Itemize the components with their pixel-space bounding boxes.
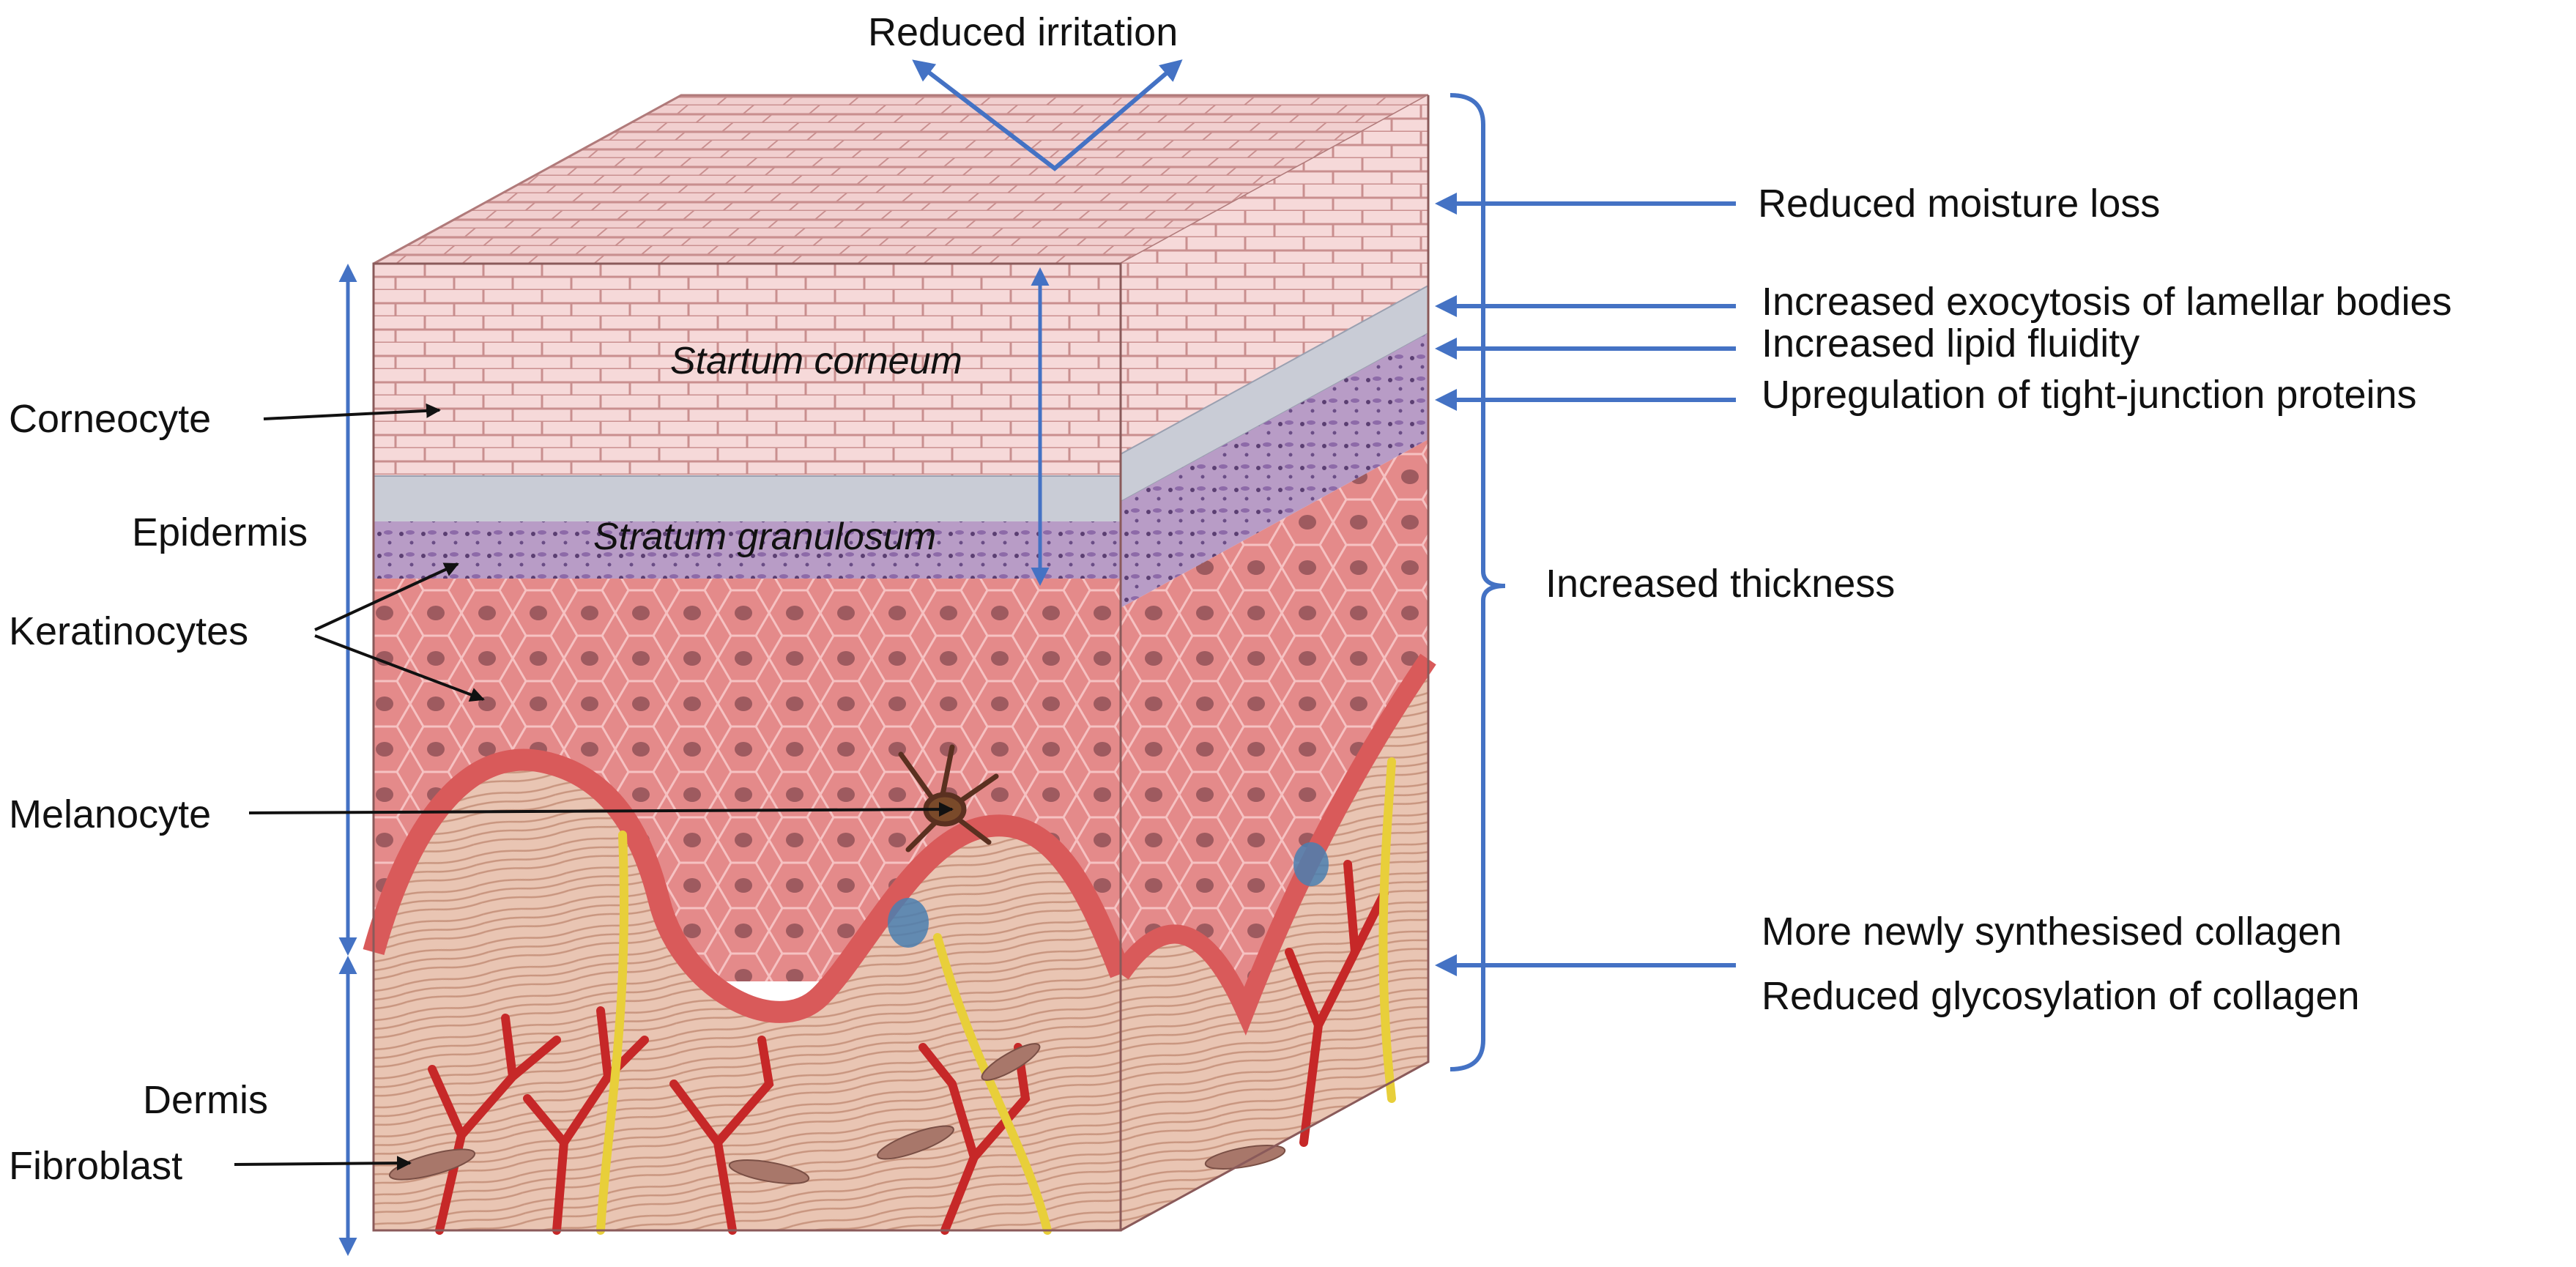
label-fibroblast: Fibroblast [9, 1144, 182, 1188]
irritation-arrow [912, 59, 1183, 171]
corneocyte-pointer [263, 403, 441, 420]
label-corneocyte: Corneocyte [9, 397, 211, 441]
label-reduced-moisture-loss: Reduced moisture loss [1758, 182, 2160, 226]
label-increased-thickness: Increased thickness [1545, 562, 1895, 606]
label-reduced-glycosylation: Reduced glycosylation of collagen [1762, 974, 2360, 1018]
thickness-bracket [1450, 93, 1506, 1071]
label-epidermis: Epidermis [132, 510, 308, 554]
block-outline [372, 95, 1430, 1232]
front-face [363, 264, 1396, 1235]
label-stratum-granulosum: Stratum granulosum [593, 516, 936, 558]
label-stratum-corneum: Startum corneum [670, 340, 962, 382]
label-melanocyte: Melanocyte [9, 792, 211, 836]
keratinocytes-pointer-1 [314, 562, 459, 631]
label-more-collagen: More newly synthesised collagen [1762, 910, 2342, 954]
keratinocytes-pointer-2 [314, 634, 485, 702]
label-keratinocytes: Keratinocytes [9, 609, 248, 653]
label-dermis: Dermis [143, 1078, 268, 1122]
melanocyte-pointer [248, 802, 954, 817]
fibroblast-pointer [234, 1156, 412, 1171]
label-increased-lipid-fluidity: Increased lipid fluidity [1762, 322, 2139, 365]
label-increased-exocytosis: Increased exocytosis of lamellar bodies [1762, 280, 2451, 324]
label-reduced-irritation: Reduced irritation [868, 10, 1178, 54]
label-upregulation-tight-junction: Upregulation of tight-junction proteins [1762, 373, 2417, 417]
right-face [1113, 95, 1436, 1230]
